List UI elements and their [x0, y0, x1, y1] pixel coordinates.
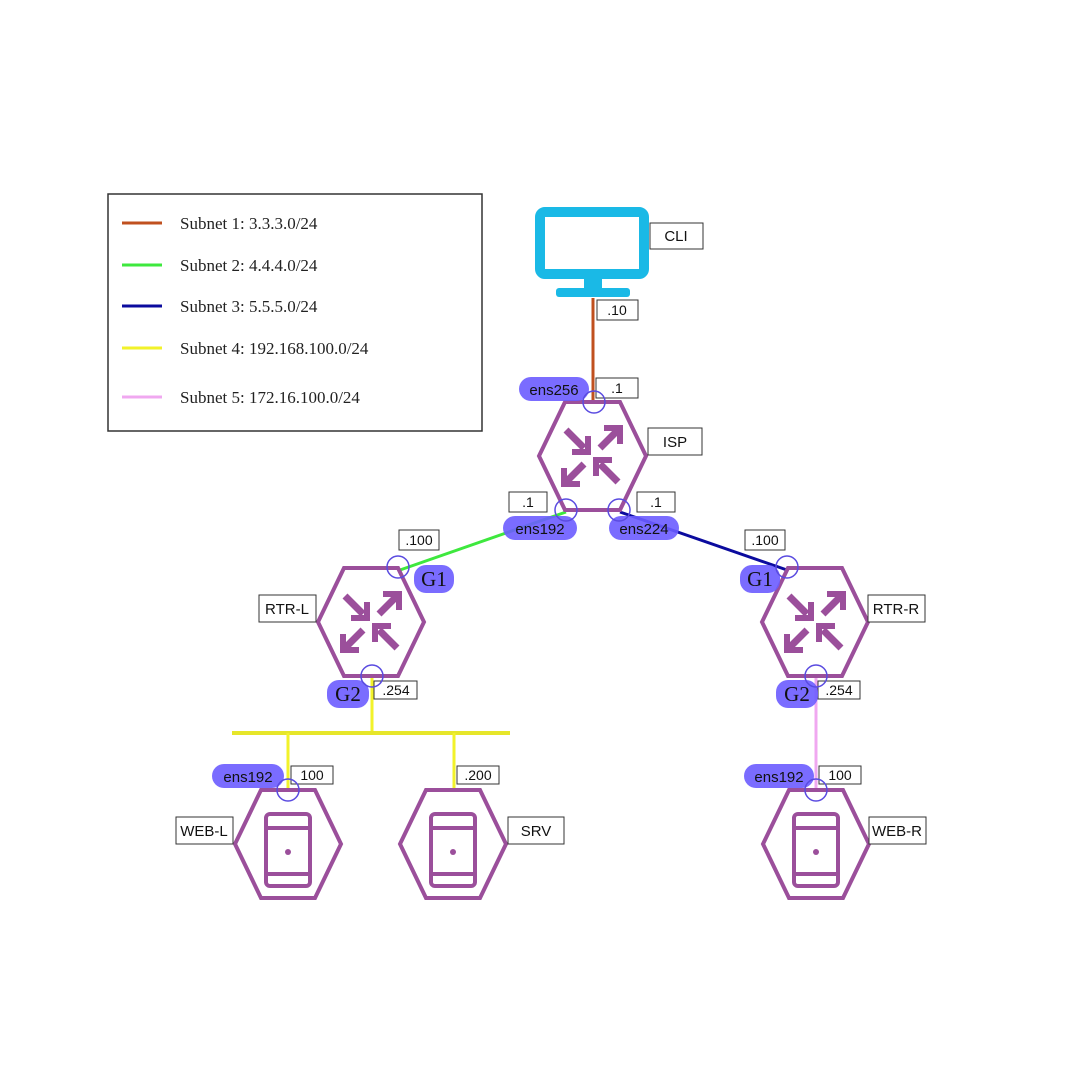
isp-ip-top: .1 [611, 380, 623, 396]
monitor-icon [535, 207, 649, 297]
legend-label: Subnet 4: 192.168.100.0/24 [180, 339, 369, 358]
web-l-iface: ens192 [223, 769, 272, 786]
isp-ip-right: .1 [650, 494, 662, 510]
iface-highlight [327, 680, 369, 708]
isp-name: ISP [663, 434, 687, 451]
rtr-l-ip-g2: .254 [382, 682, 409, 698]
iface-highlight [503, 516, 577, 540]
isp-ip-left: .1 [522, 494, 534, 510]
port-circle [386, 555, 410, 579]
rtr-l-g1: G1 [421, 567, 447, 591]
port-circle [360, 664, 384, 688]
legend-box [107, 193, 483, 432]
legend-label: Subnet 3: 5.5.5.0/24 [180, 297, 318, 316]
iface-highlight [776, 680, 818, 708]
web-r-ip: 100 [828, 767, 852, 783]
server-hexagon [397, 788, 509, 900]
cli-node[interactable]: CLI .10 [535, 207, 704, 321]
legend-label: Subnet 5: 172.16.100.0/24 [180, 388, 360, 407]
rtr-r-g2: G2 [784, 682, 810, 706]
isp-node[interactable]: ISP .1 ens256 .1 ens192 .1 ens224 [503, 377, 703, 540]
port-circle [804, 778, 828, 802]
rtr-l-g2: G2 [335, 682, 361, 706]
legend-label: Subnet 1: 3.3.3.0/24 [180, 214, 318, 233]
rtr-l-node[interactable]: RTR-L .100 G1 .254 G2 [258, 529, 454, 708]
rtr-r-node[interactable]: RTR-R .100 G1 .254 G2 [740, 529, 926, 708]
rtr-r-g1: G1 [747, 567, 773, 591]
srv-ip: .200 [464, 767, 491, 783]
iface-highlight [414, 565, 454, 593]
port-circle [276, 778, 300, 802]
web-r-name: WEB-R [872, 823, 922, 840]
srv-node[interactable]: SRV .200 [397, 765, 565, 900]
iface-highlight [740, 565, 780, 593]
iface-highlight [744, 764, 814, 788]
legend-label: Subnet 2: 4.4.4.0/24 [180, 256, 318, 275]
iface-highlight [212, 764, 284, 788]
iface-highlight [609, 516, 679, 540]
rtr-l-name: RTR-L [265, 601, 309, 618]
web-l-node[interactable]: WEB-L 100 ens192 [175, 764, 344, 900]
web-r-iface: ens192 [754, 769, 803, 786]
cli-ip: .10 [607, 302, 627, 318]
rtr-r-ip-g2: .254 [825, 682, 852, 698]
rtr-r-name: RTR-R [873, 601, 920, 618]
isp-iface-left: ens192 [515, 521, 564, 538]
web-r-node[interactable]: WEB-R 100 ens192 [744, 764, 927, 900]
web-l-name: WEB-L [180, 823, 228, 840]
port-circle [804, 664, 828, 688]
isp-iface-right: ens224 [619, 521, 668, 538]
web-l-ip: 100 [300, 767, 324, 783]
port-circle [775, 555, 799, 579]
rtr-l-ip-g1: .100 [405, 532, 432, 548]
cli-name: CLI [664, 228, 687, 245]
port-circle [607, 498, 631, 522]
iface-highlight [519, 377, 589, 401]
server-hexagon [760, 788, 872, 900]
router-hexagon [315, 566, 427, 678]
srv-name: SRV [521, 823, 552, 840]
rtr-r-ip-g1: .100 [751, 532, 778, 548]
router-hexagon [536, 400, 649, 512]
port-circle [582, 390, 606, 414]
server-hexagon [232, 788, 344, 900]
port-circle [554, 498, 578, 522]
isp-iface-top: ens256 [529, 382, 578, 399]
